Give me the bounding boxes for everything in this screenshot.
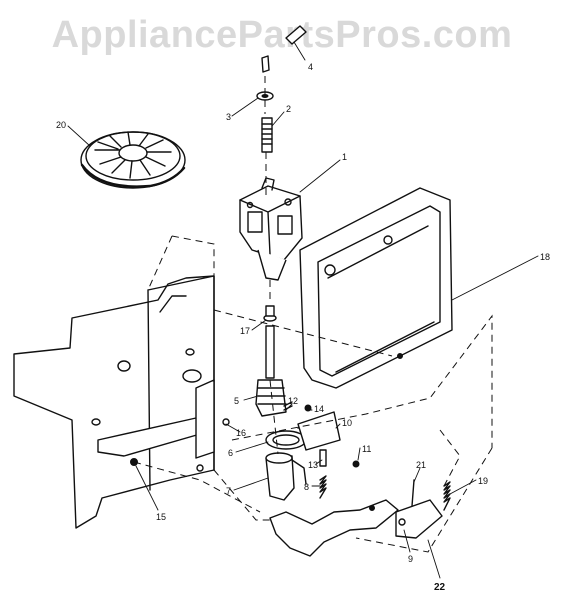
spring-part-19: [443, 481, 451, 511]
callout-21: 21: [416, 460, 426, 470]
watermark: AppliancePartsPros.com: [51, 14, 513, 56]
callout-labels: 4 2 3 1 20 18 17 5 16 6 7 15 12 14 10 11…: [56, 62, 550, 593]
callout-22: 22: [434, 582, 446, 593]
callout-5: 5: [234, 396, 239, 406]
callout-7: 7: [226, 486, 231, 496]
callout-16: 16: [236, 428, 246, 438]
bolt-part-13: [319, 449, 327, 467]
callout-9: 9: [408, 554, 413, 564]
leader-lines: [67, 41, 539, 579]
callout-20: 20: [56, 120, 66, 130]
callout-12: 12: [288, 396, 298, 406]
lever-part-10: [297, 411, 341, 451]
callout-11: 11: [362, 444, 371, 454]
fan-blade-part-20: [80, 131, 186, 189]
valve-stem-part-2: [261, 117, 273, 153]
fitting-part-4: [261, 25, 307, 73]
callout-4: 4: [308, 62, 313, 72]
callout-6: 6: [228, 448, 233, 458]
nut-part-16: [222, 418, 230, 426]
callout-19: 19: [478, 476, 488, 486]
callout-18: 18: [540, 252, 550, 262]
callout-3: 3: [226, 112, 231, 122]
shaft-part-5: [255, 325, 287, 417]
washer-part-17: [263, 305, 277, 322]
spring-part-8: [319, 475, 327, 499]
screw-part-11: [352, 460, 360, 468]
callout-8: 8: [304, 482, 309, 492]
lever-assembly-part-9: [269, 499, 443, 557]
callout-14: 14: [314, 404, 324, 414]
hose-part-7: [265, 452, 307, 501]
bracket-part-15: [97, 379, 215, 466]
base-frame: [13, 275, 215, 529]
callout-2: 2: [286, 104, 291, 114]
callout-13: 13: [308, 460, 318, 470]
callout-1: 1: [342, 152, 347, 162]
callout-15: 15: [156, 512, 166, 522]
callout-17: 17: [240, 326, 250, 336]
tub-part-18: [299, 187, 453, 389]
callout-10: 10: [342, 418, 352, 428]
pump-assembly-part-1: [239, 177, 303, 281]
pin-part-21: [411, 479, 415, 507]
screw-part-14: [304, 404, 312, 412]
